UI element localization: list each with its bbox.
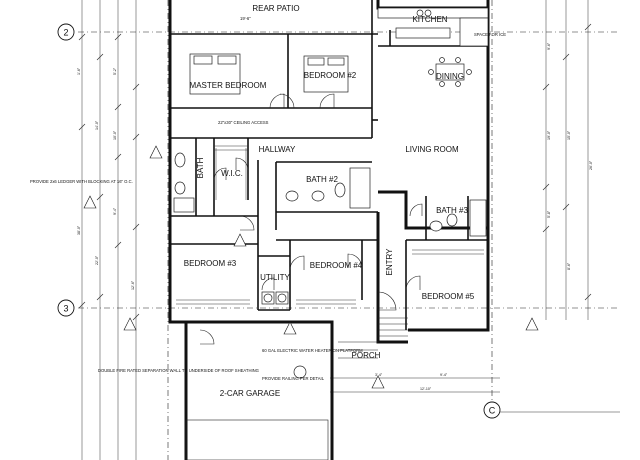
room-label-bedroom-4: BEDROOM #4 (310, 261, 363, 270)
dimension-right-2: 19'-0" (547, 130, 551, 140)
note-water-heater: 60 GAL ELECTRIC WATER HEATER ON PLATFORM (262, 348, 363, 353)
plan-notes: 19'-6" SPACE FOR ICE 22"x30" CEILING ACC… (30, 16, 506, 381)
room-label-bedroom-5: BEDROOM #5 (422, 292, 475, 301)
dining-table (428, 57, 472, 87)
room-label-rear-patio: REAR PATIO (252, 4, 299, 13)
room-label-bedroom-2: BEDROOM #2 (304, 71, 357, 80)
dimension-bottom-2: 12'-10" (420, 387, 432, 391)
grid-bubble-row-3-label: 3 (63, 304, 68, 314)
room-label-bath-2: BATH #2 (306, 175, 338, 184)
dimension-right-3: 5'-8" (547, 210, 551, 218)
grid-bubble-row-2: 2 (57, 23, 75, 41)
room-label-entry: ENTRY (385, 248, 394, 276)
note-railing: PROVIDE RAILING PER DETAIL (262, 376, 325, 381)
dimension-left-5: 9'-4" (113, 207, 117, 215)
note-garage-separation: DOUBLE FIRE RATED SEPARATION WALL TO UND… (98, 368, 259, 373)
left-dimension-lines: 1'-6" 38'-0" 14'-0" 22'-0" 5'-2" 10'-0" … (77, 0, 140, 460)
room-label-garage: 2-CAR GARAGE (220, 389, 280, 398)
dimension-right-6: 26'-0" (589, 160, 593, 170)
room-label-bath-master: BATH (196, 157, 205, 178)
room-label-bedroom-3: BEDROOM #3 (184, 259, 237, 268)
room-label-master-bedroom: MASTER BEDROOM (190, 81, 267, 90)
closet-shelves (176, 145, 484, 305)
dimension-left-3: 5'-2" (113, 67, 117, 75)
dimension-right-4: 15'-0" (567, 130, 571, 140)
room-label-porch: PORCH (352, 351, 381, 360)
room-label-bath-3: BATH #3 (436, 206, 468, 215)
grid-bubble-row-3: 3 (57, 299, 75, 317)
note-side: PROVIDE 2x6 LEDGER WITH BLOCKING AT 16" … (30, 179, 133, 184)
utility-fixtures (261, 291, 307, 379)
dimension-left-8: 38'-0" (77, 225, 81, 235)
master-bed (189, 53, 241, 95)
room-label-living-room: LIVING ROOM (405, 145, 459, 154)
dimension-left-7: 22'-0" (95, 255, 99, 265)
dimension-bottom-3: 9'-4" (440, 373, 448, 377)
note-attic-access: 22"x30" CEILING ACCESS (218, 120, 269, 125)
interior-walls (170, 30, 488, 330)
dimension-right-5: 8'-6" (567, 262, 571, 270)
grid-bubble-row-2-label: 2 (63, 28, 68, 38)
bath-fixtures (173, 152, 487, 237)
section-markers (83, 145, 539, 389)
porch-steps (338, 317, 408, 359)
bottom-dimension-lines: 3'-4" 12'-10" 9'-4" (330, 373, 500, 393)
dimension-bottom-1: 3'-4" (375, 373, 383, 377)
grid-bubble-col-c-label: C (489, 406, 496, 416)
room-label-dining: DINING (436, 72, 464, 81)
dimension-left-6: 12'-6" (131, 280, 135, 290)
right-dimension-lines: 9'-6" 19'-0" 5'-8" 15'-0" 8'-6" 26'-0" (500, 0, 620, 413)
note-space-for-ice: SPACE FOR ICE (474, 32, 506, 37)
bedroom-2-bed (303, 55, 349, 93)
dimension-left-2: 14'-0" (95, 120, 99, 130)
dimension-left-1: 1'-6" (77, 67, 81, 75)
kitchen-cabinets (377, 7, 489, 47)
note-rear-patio-dim: 19'-6" (240, 16, 251, 21)
room-labels: REAR PATIO KITCHEN MASTER BEDROOM BEDROO… (184, 4, 475, 398)
grid-lines (78, 0, 620, 460)
dimension-left-4: 10'-0" (113, 130, 117, 140)
dimension-right-1: 9'-6" (547, 42, 551, 50)
room-label-wic: W.I.C. (221, 169, 243, 178)
room-label-utility: UTILITY (260, 273, 290, 282)
room-label-kitchen: KITCHEN (412, 15, 447, 24)
doors (199, 93, 423, 345)
grid-bubble-col-c: C (483, 401, 501, 419)
room-label-hallway: HALLWAY (259, 145, 296, 154)
